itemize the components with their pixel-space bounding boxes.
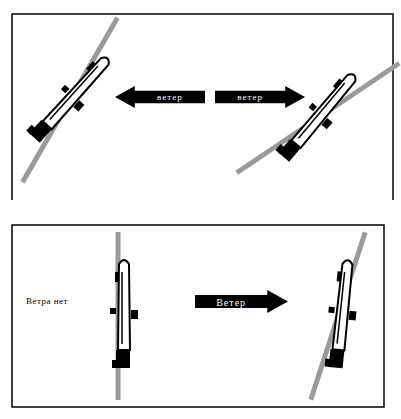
aircraft — [25, 49, 118, 148]
arrow-body — [195, 290, 288, 313]
rotor-line — [311, 232, 365, 399]
aircraft — [110, 260, 138, 368]
rotor-line — [237, 63, 399, 173]
wind-arrow: ветер — [115, 86, 205, 108]
note-label: Ветра нет — [26, 296, 68, 306]
panel-frame — [12, 225, 384, 407]
arrow-label: ветер — [157, 92, 183, 102]
wind-arrow: ветер — [215, 86, 305, 108]
arrow-label: Ветер — [216, 296, 246, 307]
aircraft — [274, 66, 365, 167]
rotor-line — [23, 18, 118, 183]
aircraft — [323, 259, 362, 369]
arrow-label: ветер — [237, 92, 263, 102]
wind-arrow: Ветер — [195, 290, 288, 313]
arrow-body — [115, 86, 205, 108]
arrow-body — [215, 86, 305, 108]
